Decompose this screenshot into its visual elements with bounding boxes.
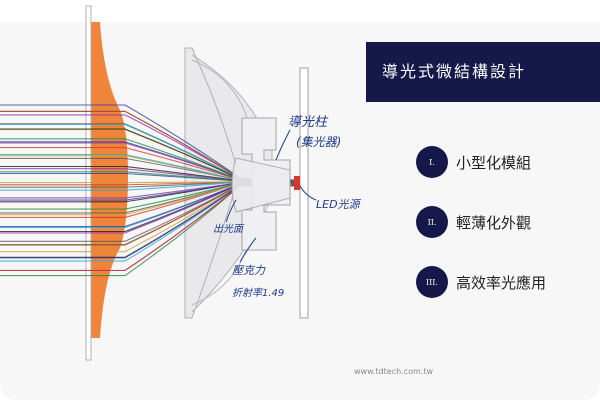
feature-label: 高效率光應用: [456, 274, 547, 292]
label-index: 折射率1.49: [232, 287, 284, 299]
feature-label: 輕薄化外觀: [456, 214, 532, 232]
feature-label: 小型化模組: [456, 154, 532, 172]
led-chip: [294, 176, 300, 190]
label-light-guide: 導光柱: [288, 115, 329, 130]
top-strip: [0, 0, 600, 22]
led-board: [299, 67, 309, 319]
page-title: 導光式微結構設計: [382, 62, 527, 81]
label-pmma: 壓克力: [232, 264, 266, 277]
label-exit-surface: 出光面: [213, 223, 245, 235]
arrow-exit: [225, 199, 237, 223]
fresnel-lens: [90, 22, 128, 338]
website-url: www.tdtech.com.tw: [354, 367, 434, 376]
collector-cone: [231, 157, 291, 213]
arrow-light-guide: [275, 129, 291, 161]
feature-number-badge: III.: [416, 266, 448, 298]
label-led: LED光源: [316, 198, 362, 211]
feature-number-badge: II.: [416, 206, 448, 238]
feature-number-badge: I.: [416, 146, 448, 178]
label-collector: (集光器): [296, 135, 341, 149]
title-banner: 導光式微結構設計: [366, 42, 600, 102]
arrow-led: [299, 185, 317, 201]
arrow-pmma: [239, 237, 257, 263]
